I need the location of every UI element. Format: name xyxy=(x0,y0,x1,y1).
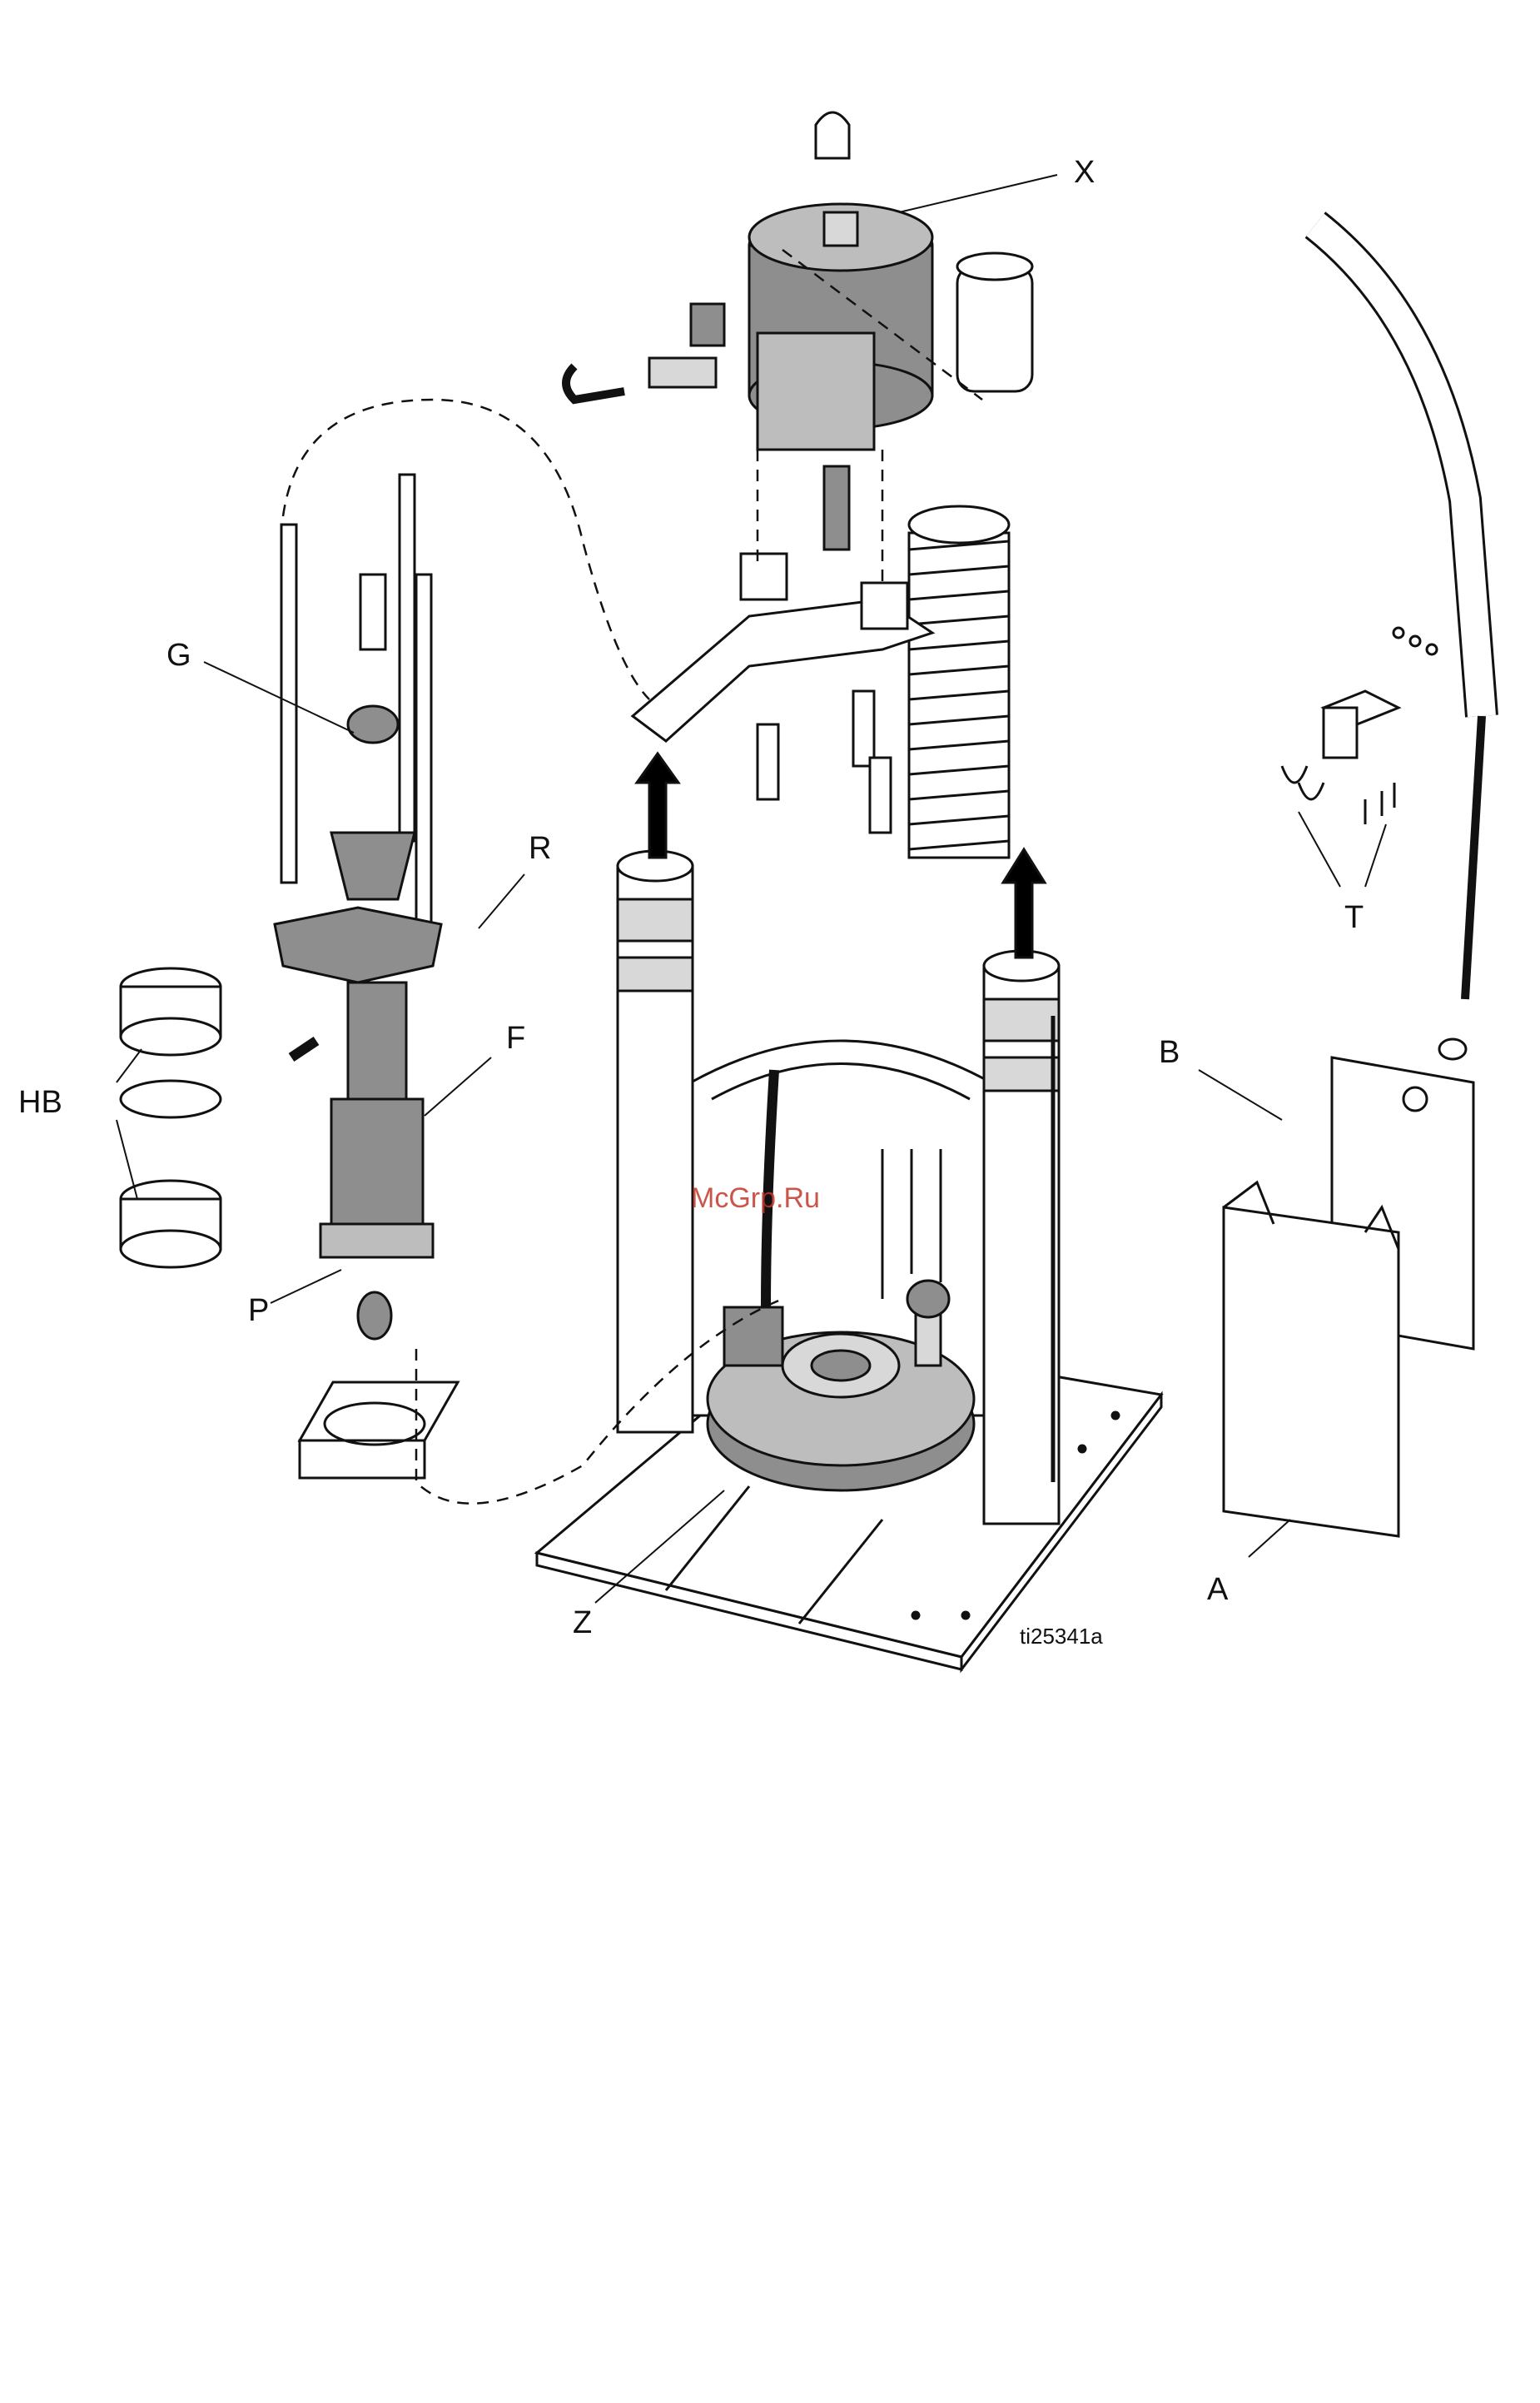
figure-id: ti25341a xyxy=(1020,1624,1103,1649)
drip-pan xyxy=(300,1382,458,1478)
spring xyxy=(909,506,1009,858)
callout-f: F xyxy=(506,1022,525,1054)
callout-g: G xyxy=(166,639,191,671)
displacement-pump xyxy=(275,475,441,1339)
air-motor xyxy=(566,112,1032,550)
callout-t: T xyxy=(1344,902,1364,933)
callout-p: P xyxy=(248,1295,269,1326)
hose-bands xyxy=(121,968,221,1267)
yoke xyxy=(633,554,932,833)
callout-hb: HB xyxy=(18,1087,62,1118)
mounting-hardware xyxy=(1282,628,1437,824)
callout-x: X xyxy=(1074,157,1095,188)
callout-b: B xyxy=(1159,1037,1180,1068)
right-column xyxy=(984,951,1059,1524)
shroud xyxy=(1224,1057,1473,1536)
callout-z: Z xyxy=(573,1607,592,1639)
left-column xyxy=(618,851,693,1432)
callout-a: A xyxy=(1207,1574,1228,1605)
hose-guide-chain xyxy=(1315,225,1482,1059)
callout-r: R xyxy=(529,833,551,864)
watermark: McGrp.Ru xyxy=(691,1182,820,1215)
